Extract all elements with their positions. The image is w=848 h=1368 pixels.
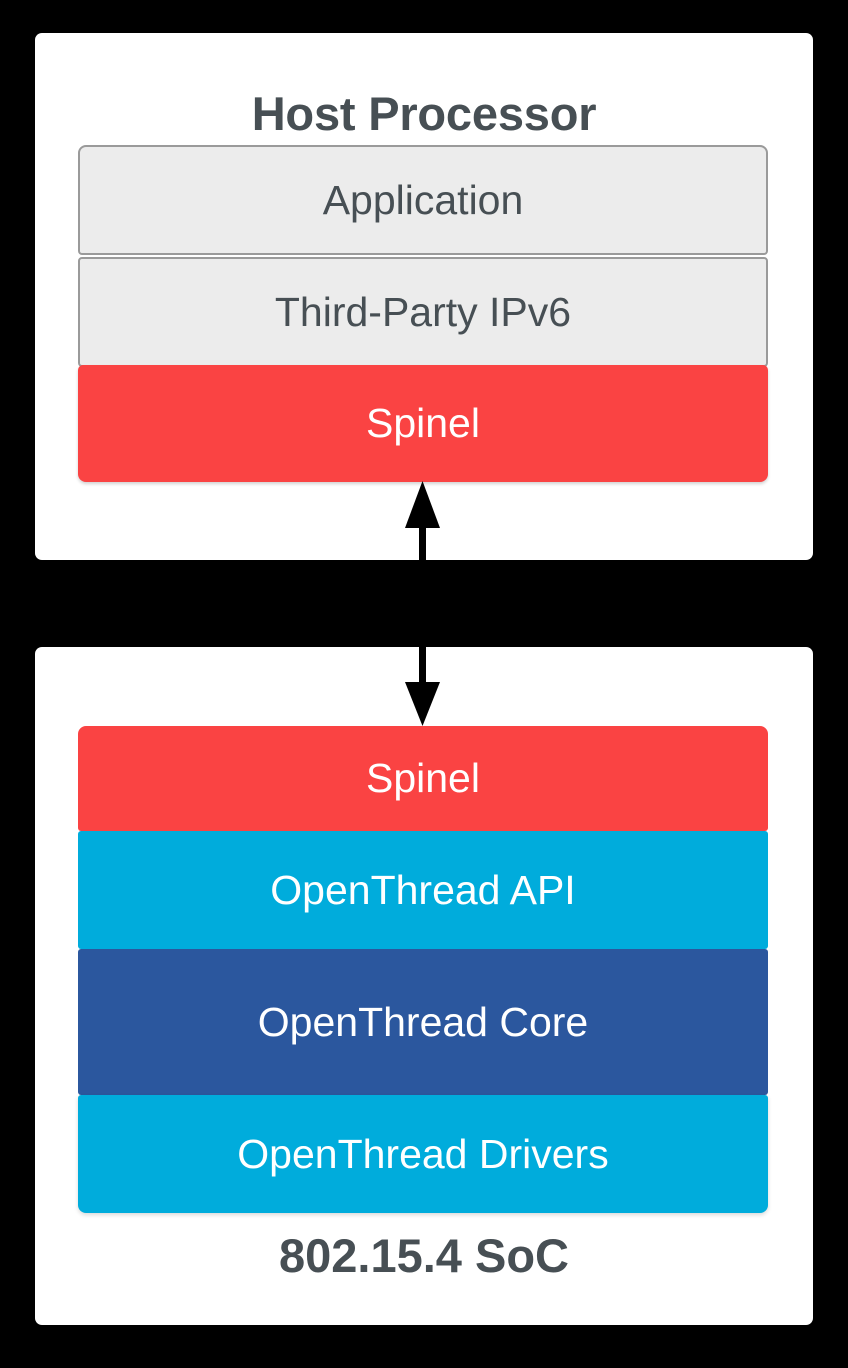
layer-openthread-core-label: OpenThread Core — [257, 998, 589, 1045]
layer-third-party-ipv6-label: Third-Party IPv6 — [274, 288, 572, 335]
layer-spinel-host[interactable]: Spinel — [78, 365, 768, 482]
layer-spinel-host-label: Spinel — [366, 400, 480, 446]
layer-openthread-drivers[interactable]: OpenThread Drivers — [78, 1095, 768, 1213]
layer-third-party-ipv6[interactable]: Third-Party IPv6 — [78, 257, 768, 367]
card-title-host-processor: Host Processor — [251, 87, 597, 140]
layer-openthread-api-label: OpenThread API — [270, 866, 576, 913]
layer-spinel-soc[interactable]: Spinel — [78, 726, 768, 831]
layer-openthread-api[interactable]: OpenThread API — [78, 831, 768, 949]
layer-openthread-drivers-label: OpenThread Drivers — [237, 1130, 609, 1177]
layer-spinel-soc-label: Spinel — [366, 755, 480, 801]
layer-application[interactable]: Application — [78, 145, 768, 255]
card-title-802-15-4-soc: 802.15.4 SoC — [278, 1229, 569, 1282]
layer-openthread-core[interactable]: OpenThread Core — [78, 949, 768, 1095]
layer-application-label: Application — [322, 176, 524, 223]
